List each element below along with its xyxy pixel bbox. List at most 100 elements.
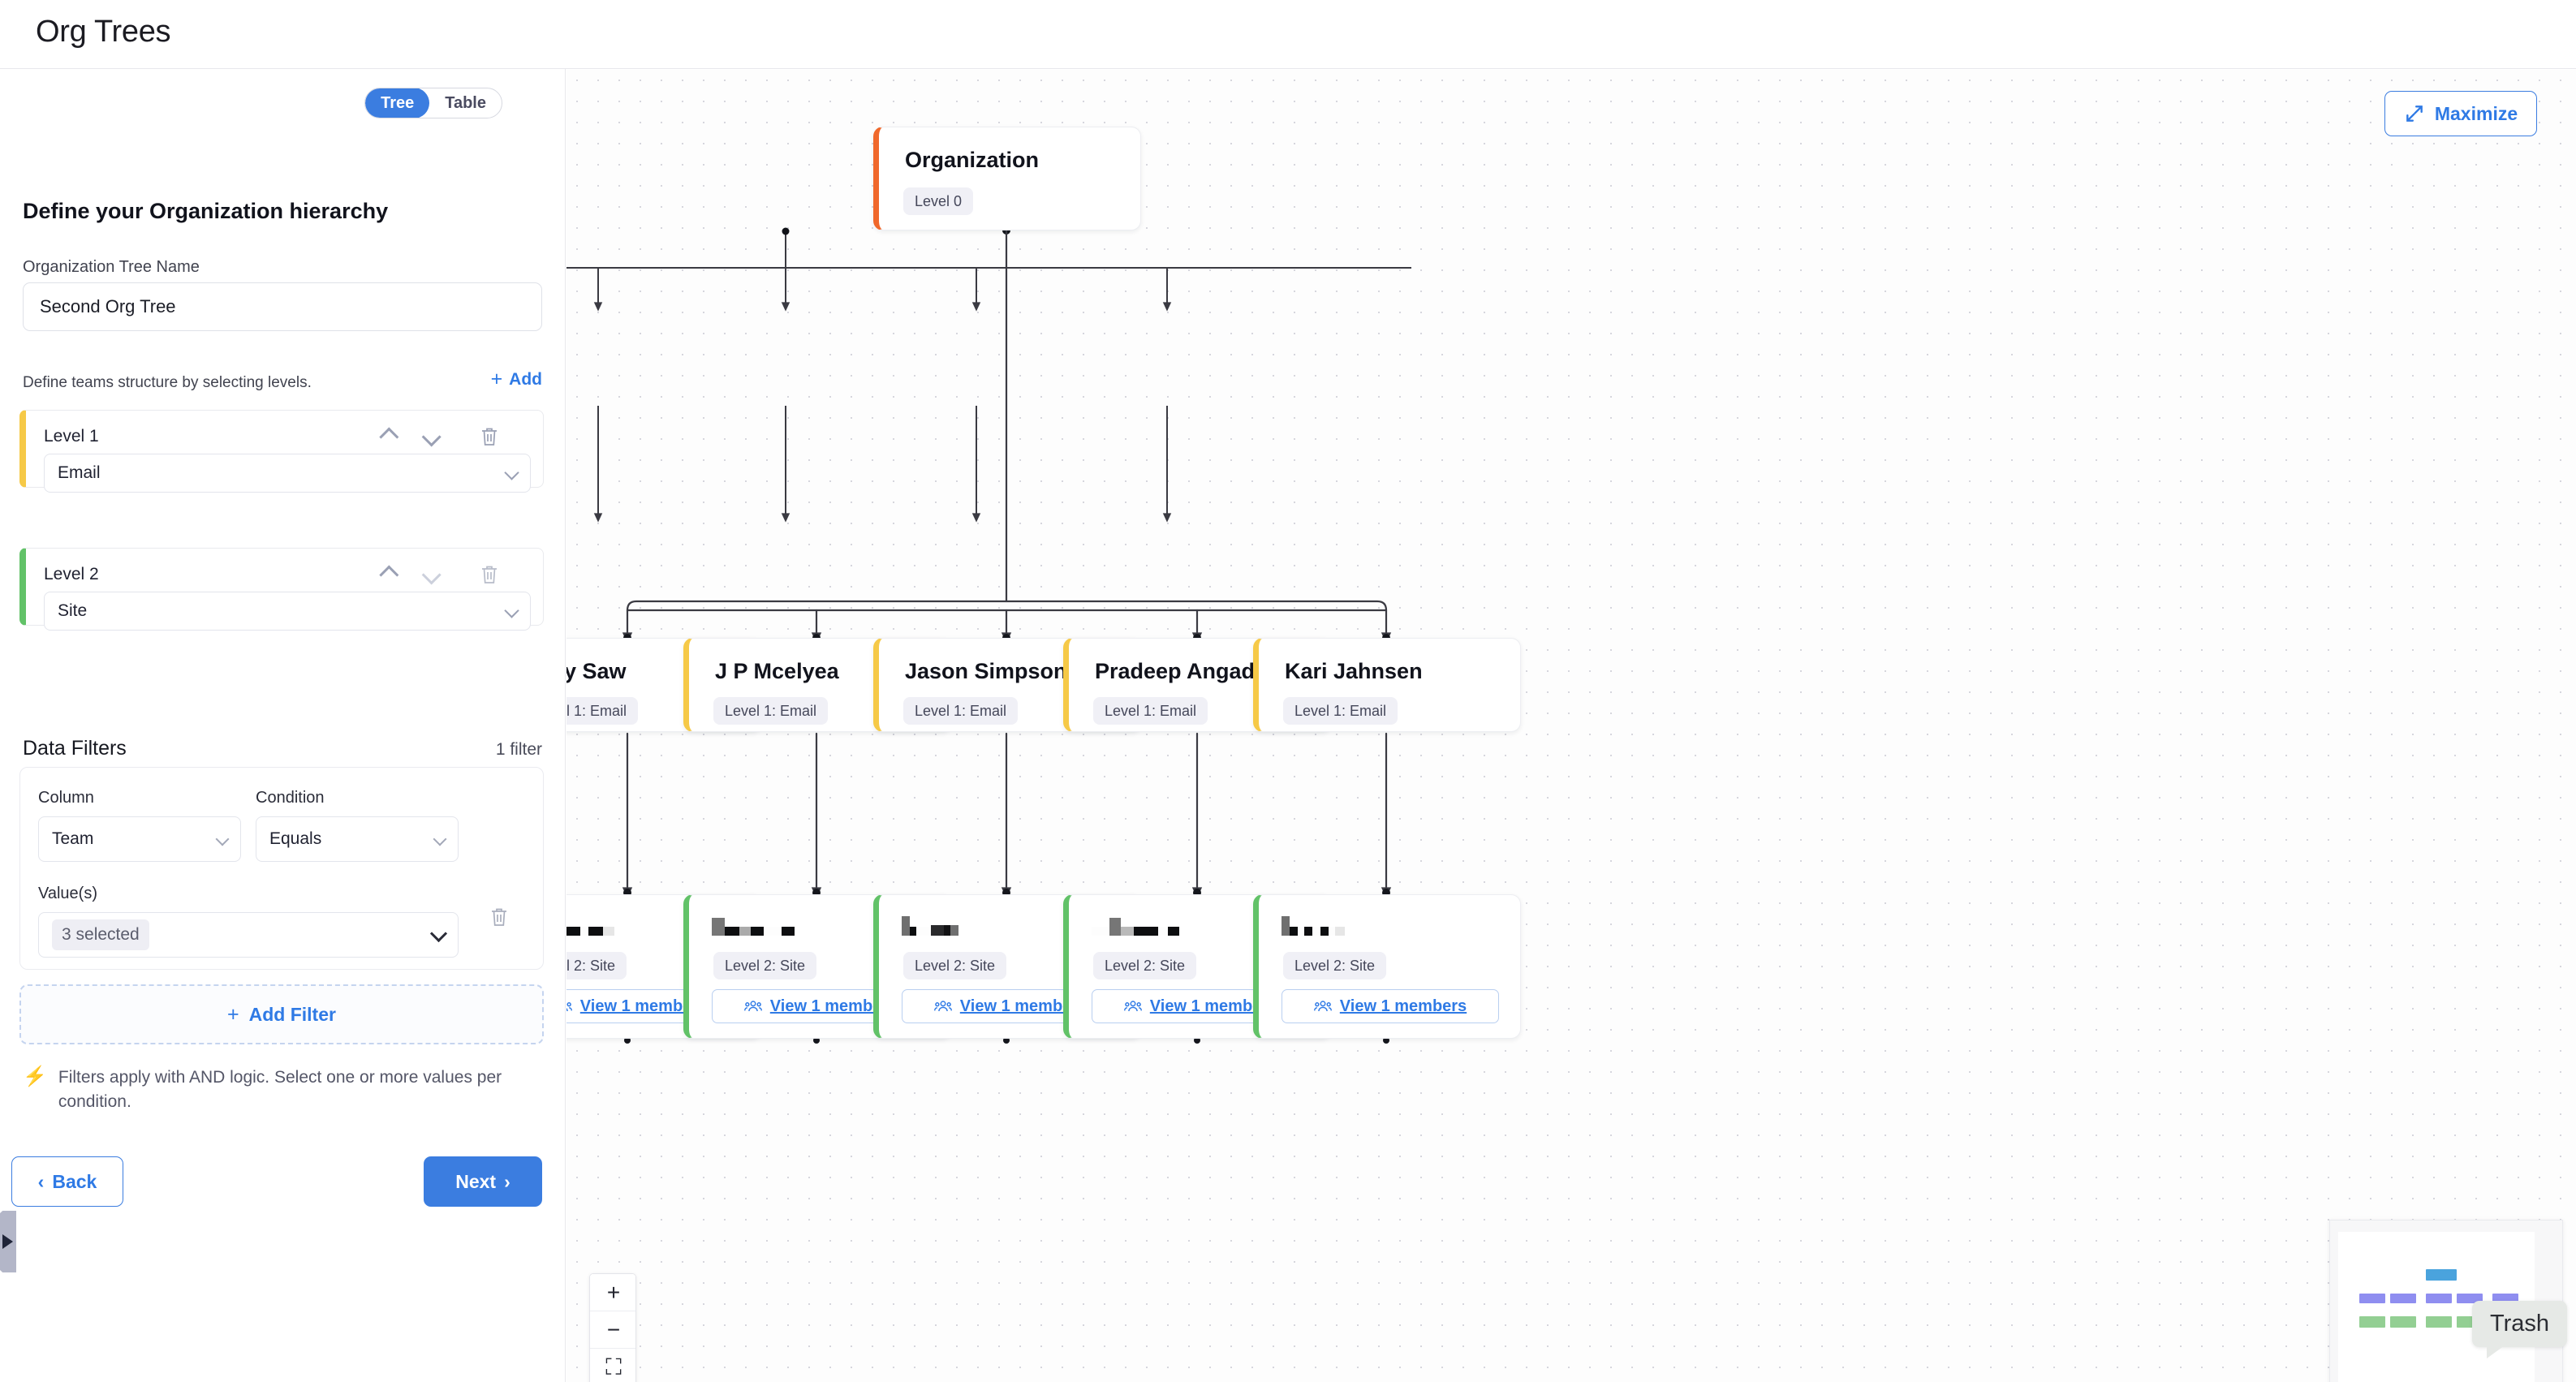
tree-name-input[interactable]: [23, 282, 542, 331]
filter-values-select[interactable]: 3 selected: [38, 912, 459, 958]
view-members-label: View 1 members: [959, 997, 1088, 1015]
add-filter-button[interactable]: + Add Filter: [19, 984, 544, 1044]
filter-condition-select[interactable]: Equals: [256, 816, 459, 862]
filter-column-select[interactable]: Team: [38, 816, 241, 862]
sidebar-collapse-handle[interactable]: [0, 1211, 16, 1272]
filters-note-text: Filters apply with AND logic. Select one…: [58, 1068, 502, 1111]
redaction-block: [916, 927, 931, 936]
node-title: J P Mcelyea: [715, 659, 839, 683]
minimap-node: [2426, 1316, 2452, 1328]
level-move-up-button[interactable]: [372, 422, 401, 451]
filter-condition-label: Condition: [256, 789, 325, 807]
filter-column-value: Team: [52, 829, 94, 848]
back-button[interactable]: ‹ Back: [11, 1156, 123, 1207]
redaction-block: [1168, 927, 1179, 936]
view-mode-toggle[interactable]: Tree Table: [364, 88, 502, 118]
redaction-block: [725, 927, 739, 936]
org-node-root[interactable]: Organization Level 0: [873, 127, 1141, 230]
redaction-block: [910, 927, 916, 936]
redaction-block: [1304, 927, 1312, 936]
org-chart-canvas[interactable]: Maximize: [566, 70, 2576, 1382]
redaction-block: [1298, 927, 1304, 936]
zoom-controls[interactable]: + − ⛶: [589, 1273, 636, 1382]
view-members-label: View 1 members: [769, 997, 898, 1015]
node-title: Pradeep Angadi: [1095, 659, 1261, 683]
level-field-value: Site: [58, 601, 88, 620]
node-title-redacted: [902, 910, 958, 936]
chevron-up-icon: [378, 564, 398, 585]
view-members-label: View 1 members: [1339, 997, 1467, 1015]
level-card-title: Level 1: [44, 427, 99, 446]
filter-values-label: Value(s): [38, 885, 97, 902]
zoom-in-button[interactable]: +: [590, 1274, 635, 1311]
redaction-block: [1290, 927, 1298, 936]
view-members-label: View 1 members: [1149, 997, 1277, 1015]
zoom-fit-button[interactable]: ⛶: [590, 1349, 635, 1382]
lightning-bolt-icon: ⚡: [23, 1066, 47, 1087]
node-level-badge: Level 1: Email: [1283, 697, 1398, 725]
filter-condition-value: Equals: [269, 829, 322, 848]
redaction-block: [1329, 927, 1335, 936]
zoom-out-button[interactable]: −: [590, 1311, 635, 1349]
expand-arrows-icon: [2406, 105, 2423, 122]
node-level-badge: Level 2: Site: [903, 952, 1007, 979]
redaction-block: [580, 927, 588, 936]
redaction-block: [1134, 927, 1158, 936]
view-members-button[interactable]: View 1 members: [1282, 989, 1499, 1023]
org-node-level2[interactable]: Level 2: Site View 1 members: [1253, 894, 1521, 1039]
data-filters-title: Data Filters: [23, 737, 127, 760]
chevron-down-icon: [504, 603, 519, 618]
level-delete-button[interactable]: [475, 560, 504, 589]
redaction-block: [931, 925, 944, 936]
redaction-block: [1092, 927, 1109, 936]
redaction-block: [902, 916, 910, 936]
add-level-button[interactable]: + Add: [491, 369, 542, 390]
redaction-block: [566, 927, 580, 936]
people-icon: [933, 1001, 952, 1012]
chevron-up-icon: [378, 426, 398, 447]
toggle-option-table[interactable]: Table: [445, 93, 486, 112]
maximize-button[interactable]: Maximize: [2384, 91, 2537, 136]
app-header: Org Trees: [0, 0, 2576, 69]
node-level-badge: Level 2: Site: [566, 952, 627, 979]
view-members-label: View 1 members: [579, 997, 708, 1015]
hierarchy-heading: Define your Organization hierarchy: [23, 199, 389, 223]
node-title: Jason Simpson: [905, 659, 1067, 683]
level-card: Level 2 Site: [19, 548, 544, 631]
trash-icon: [482, 428, 497, 446]
node-level-badge: Level 2: Site: [713, 952, 817, 979]
chevron-down-icon: [429, 924, 448, 943]
level-delete-button[interactable]: [475, 422, 504, 451]
redaction-block: [944, 925, 950, 936]
next-button[interactable]: Next ›: [424, 1156, 542, 1207]
level-move-up-button[interactable]: [372, 560, 401, 589]
minimap[interactable]: Trash: [2329, 1220, 2567, 1382]
level-card: Level 1 Email: [19, 410, 544, 493]
toggle-option-tree[interactable]: Tree: [365, 88, 430, 118]
level-field-select[interactable]: Email: [44, 454, 531, 493]
minimap-node: [2359, 1294, 2385, 1303]
levels-hint-text: Define teams structure by selecting leve…: [23, 374, 312, 391]
redaction-block: [1109, 918, 1121, 936]
chevron-down-icon: [433, 832, 447, 846]
chevron-down-icon: [215, 832, 230, 846]
filter-delete-button[interactable]: [483, 901, 515, 933]
node-title-redacted: [712, 910, 795, 936]
node-title-redacted: [1092, 910, 1179, 936]
chevron-left-icon: ‹: [37, 1170, 45, 1192]
node-title: Organization: [905, 148, 1040, 172]
redaction-block: [764, 927, 782, 936]
filters-note: ⚡ Filters apply with AND logic. Select o…: [23, 1066, 534, 1114]
org-node-level1[interactable]: Kari Jahnsen Level 1: Email: [1253, 638, 1521, 732]
level-field-select[interactable]: Site: [44, 592, 531, 631]
filter-row: Column Team Condition Equals Value(s) 3 …: [19, 767, 544, 970]
level-move-down-button[interactable]: [419, 422, 448, 451]
page-title: Org Trees: [36, 15, 171, 49]
node-level-badge: Level 2: Site: [1283, 952, 1387, 979]
level-move-down-button[interactable]: [419, 560, 448, 589]
people-icon: [743, 1001, 762, 1012]
node-level-badge: Level 1: Email: [1093, 697, 1208, 725]
redaction-block: [1158, 927, 1168, 936]
minimap-node: [2390, 1294, 2416, 1303]
trash-tooltip: Trash: [2471, 1301, 2567, 1358]
